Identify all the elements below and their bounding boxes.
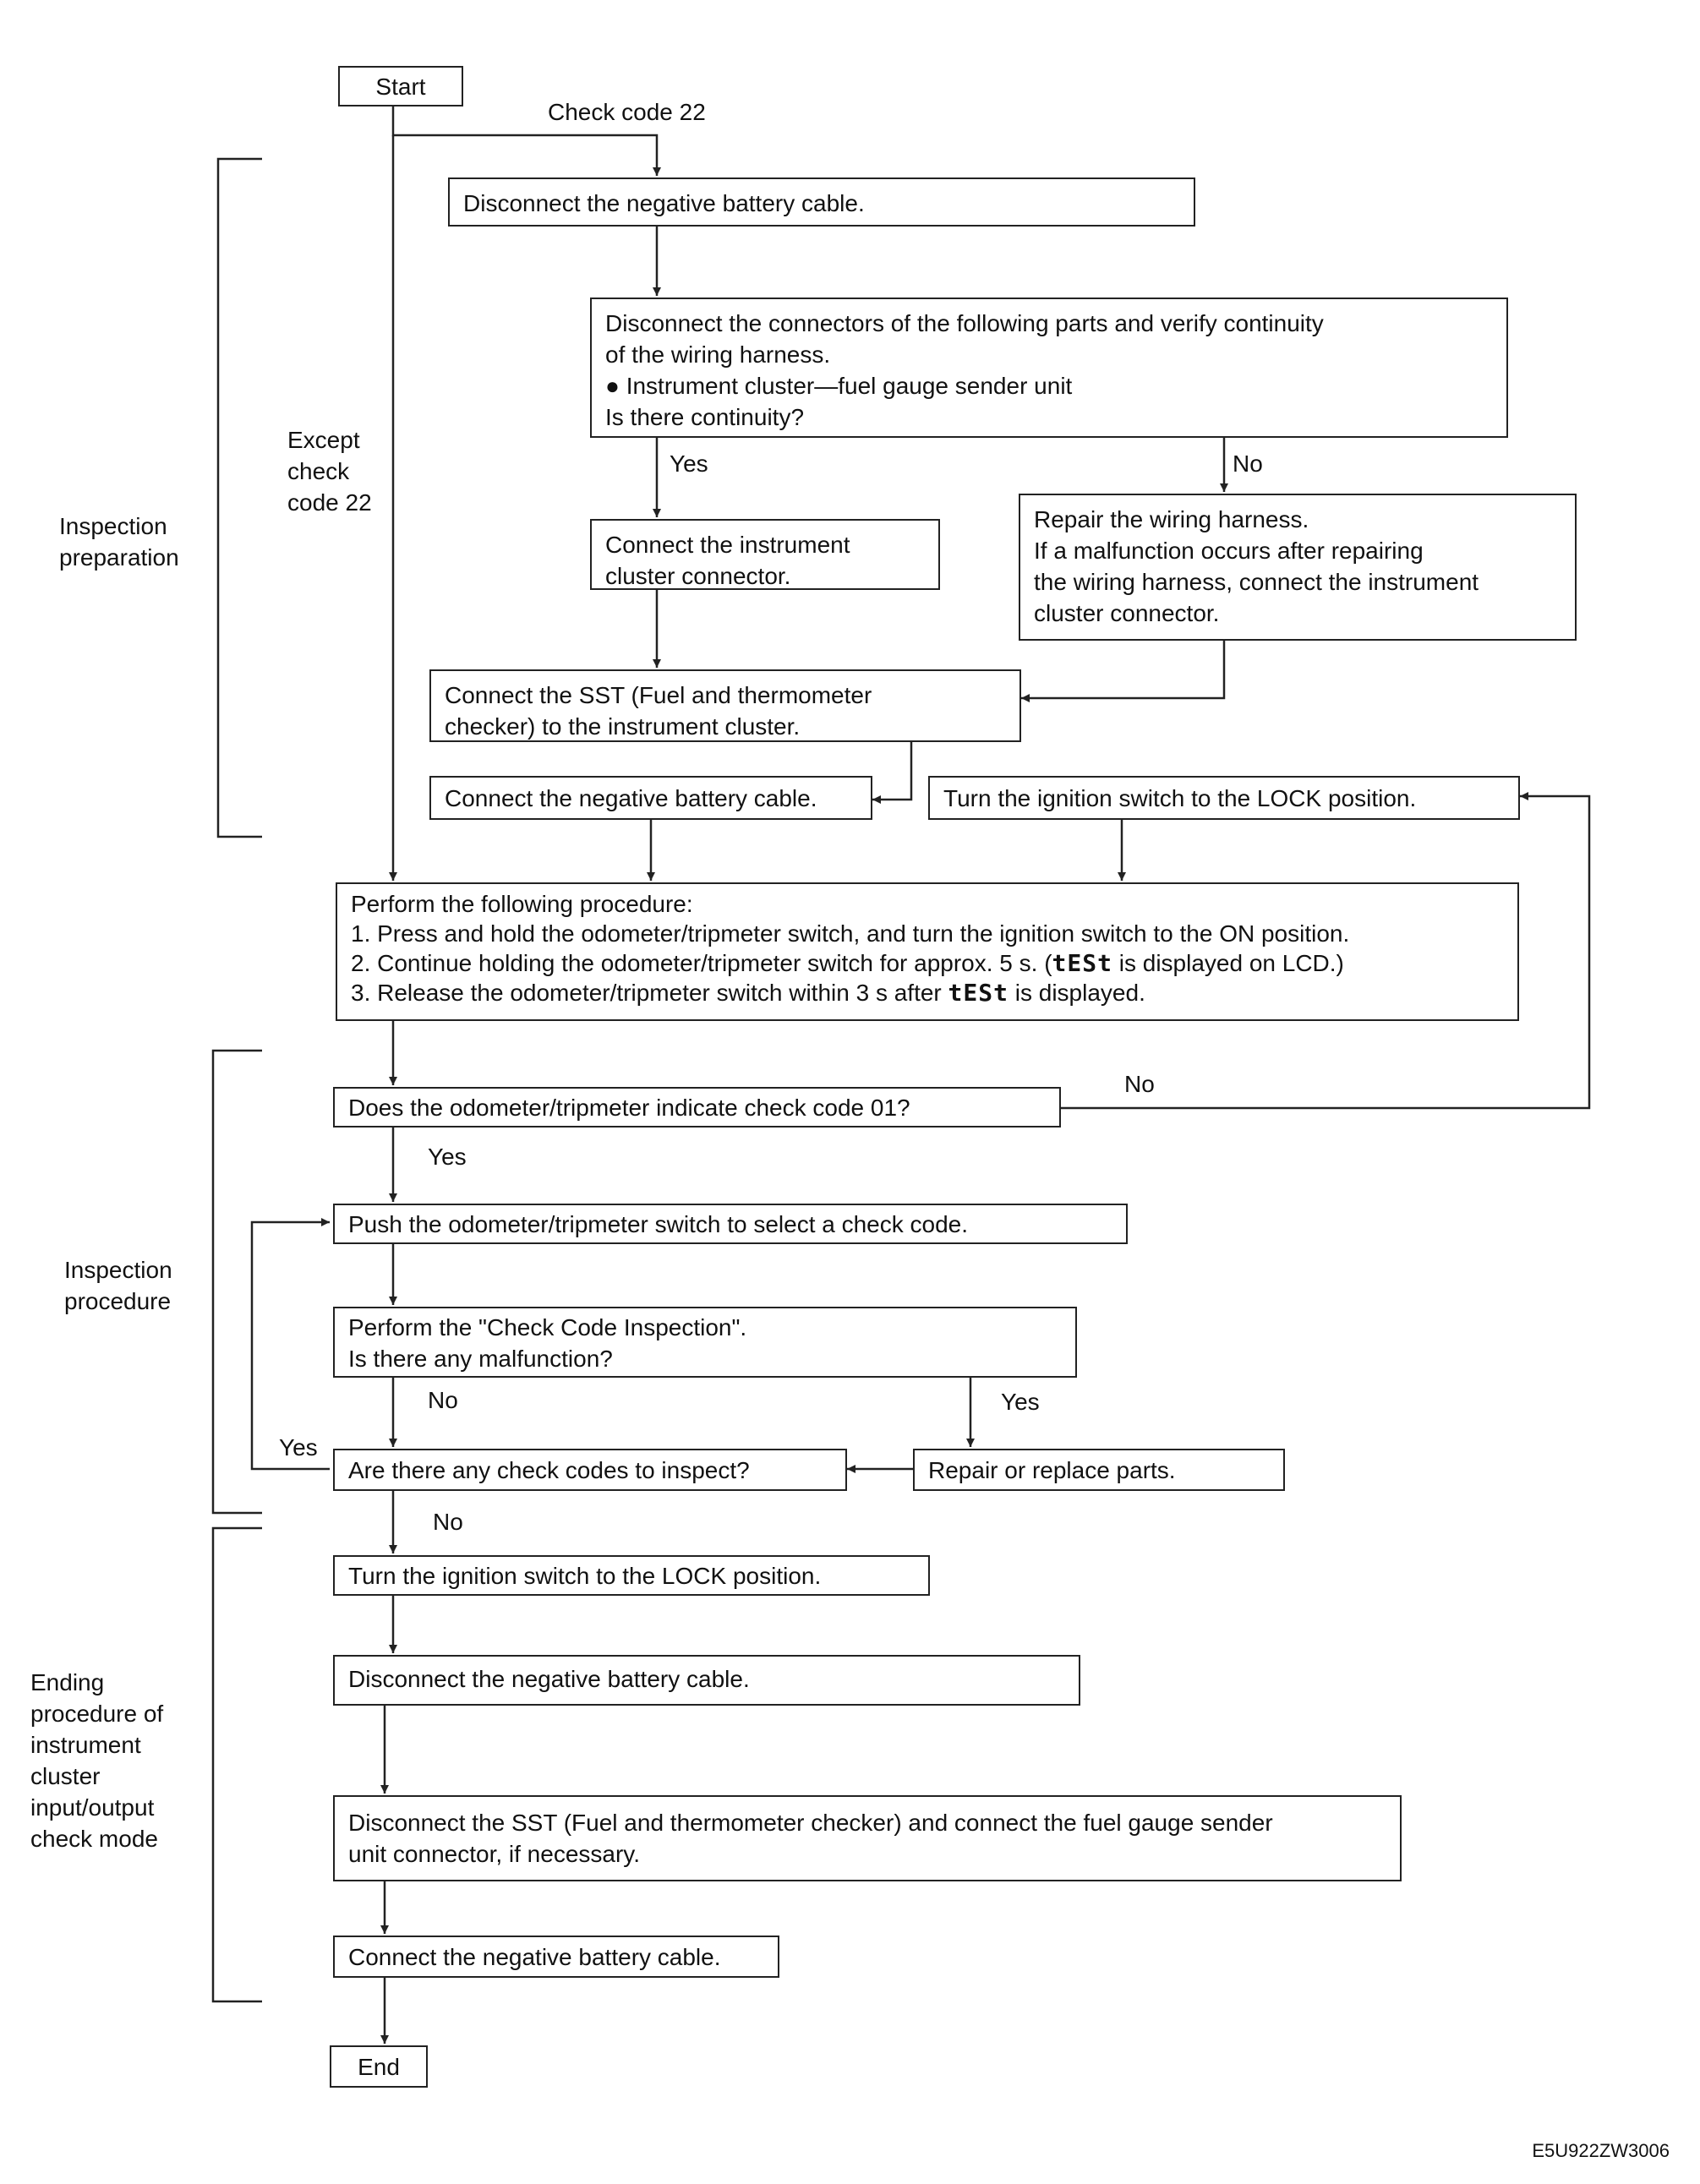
arrow-start-to-disconnect xyxy=(391,106,661,176)
step-text-line: If a malfunction occurs after repairing xyxy=(1034,538,1424,564)
lcd-test-display: tESt xyxy=(1052,949,1112,977)
step-text-line: 3. Release the odometer/tripmeter switch… xyxy=(351,978,1504,1007)
step-text-line: Disconnect the SST (Fuel and thermometer… xyxy=(348,1810,1273,1836)
step-text-fragment: is displayed. xyxy=(1008,980,1145,1006)
step-text-line: 1. Press and hold the odometer/tripmeter… xyxy=(351,920,1350,947)
start-box: Start xyxy=(338,66,463,106)
step-text-line: cluster connector. xyxy=(605,563,791,589)
arrow-repair-to-sst xyxy=(1021,641,1226,702)
step-text: Turn the ignition switch to the LOCK pos… xyxy=(943,785,1417,811)
step-repair-parts: Repair or replace parts. xyxy=(913,1449,1285,1491)
figure-code: E5U922ZW3006 xyxy=(1532,2140,1670,2161)
step-text-line: Connect the instrument xyxy=(605,532,850,558)
section-ending-procedure: Ending procedure of instrument cluster i… xyxy=(30,1669,164,1852)
label-no-more-codes: No xyxy=(433,1509,463,1535)
label-no-malfunction: No xyxy=(428,1387,458,1413)
step-text-line: Connect the SST (Fuel and thermometer xyxy=(445,682,872,708)
step-text-line: Perform the "Check Code Inspection". xyxy=(348,1314,747,1340)
section-inspection-procedure: Inspection procedure xyxy=(64,1257,172,1314)
label-yes-malfunction: Yes xyxy=(1001,1389,1040,1415)
label-except-check-code-22: Except check code 22 xyxy=(287,427,372,516)
step-connect-battery-1: Connect the negative battery cable. xyxy=(429,776,872,820)
step-text: Turn the ignition switch to the LOCK pos… xyxy=(348,1563,822,1589)
step-text-line: unit connector, if necessary. xyxy=(348,1841,640,1867)
decision-check-code-inspection: Perform the "Check Code Inspection". Is … xyxy=(333,1307,1077,1378)
step-text: Disconnect the negative battery cable. xyxy=(348,1666,750,1692)
step-text-line: of the wiring harness. xyxy=(605,341,831,368)
bracket-procedure xyxy=(211,1049,262,1515)
label-yes-more-codes: Yes xyxy=(279,1434,318,1461)
step-text-line: Is there any malfunction? xyxy=(348,1346,613,1372)
step-text-line: Perform the following procedure: xyxy=(351,891,693,917)
decision-more-check-codes: Are there any check codes to inspect? xyxy=(333,1449,847,1491)
start-label: Start xyxy=(375,73,426,100)
step-text-line: Disconnect the connectors of the followi… xyxy=(605,310,1324,336)
step-text-line: the wiring harness, connect the instrume… xyxy=(1034,569,1479,595)
step-text-line: checker) to the instrument cluster. xyxy=(445,713,801,740)
label-no-continuity: No xyxy=(1233,450,1263,477)
label-yes-code01: Yes xyxy=(428,1144,467,1170)
step-turn-lock-2: Turn the ignition switch to the LOCK pos… xyxy=(333,1555,930,1596)
step-text-line: Is there continuity? xyxy=(605,404,805,430)
step-text-line: Repair the wiring harness. xyxy=(1034,506,1309,532)
step-connect-sst: Connect the SST (Fuel and thermometer ch… xyxy=(429,669,1021,742)
step-text: Connect the negative battery cable. xyxy=(445,785,817,811)
step-connect-battery-2: Connect the negative battery cable. xyxy=(333,1936,779,1978)
end-box: End xyxy=(330,2045,428,2088)
label-check-code-22: Check code 22 xyxy=(548,99,706,125)
section-inspection-preparation: Inspection preparation xyxy=(59,513,179,571)
label-yes-continuity: Yes xyxy=(670,450,708,477)
step-text-fragment: 2. Continue holding the odometer/tripmet… xyxy=(351,950,1052,976)
step-text: Connect the negative battery cable. xyxy=(348,1944,721,1970)
bracket-preparation xyxy=(216,157,262,838)
step-text: Push the odometer/tripmeter switch to se… xyxy=(348,1211,969,1237)
step-text: Are there any check codes to inspect? xyxy=(348,1457,750,1483)
step-text-line: 2. Continue holding the odometer/tripmet… xyxy=(351,948,1504,978)
step-text-fragment: 3. Release the odometer/tripmeter switch… xyxy=(351,980,948,1006)
step-push-switch: Push the odometer/tripmeter switch to se… xyxy=(333,1204,1128,1244)
decision-check-code-01: Does the odometer/tripmeter indicate che… xyxy=(333,1087,1061,1127)
step-connect-cluster: Connect the instrument cluster connector… xyxy=(590,519,940,590)
step-verify-continuity: Disconnect the connectors of the followi… xyxy=(590,298,1508,438)
step-turn-lock-1: Turn the ignition switch to the LOCK pos… xyxy=(928,776,1520,820)
bracket-ending xyxy=(211,1526,262,2003)
step-text-line: cluster connector. xyxy=(1034,600,1220,626)
step-disconnect-sst: Disconnect the SST (Fuel and thermometer… xyxy=(333,1795,1402,1881)
arrow-sst-to-battery xyxy=(872,742,913,804)
step-text: Does the odometer/tripmeter indicate che… xyxy=(348,1095,910,1121)
step-text: Repair or replace parts. xyxy=(928,1457,1176,1483)
step-text: Disconnect the negative battery cable. xyxy=(463,190,865,216)
lcd-test-display: tESt xyxy=(948,979,1009,1007)
step-text-line: ● Instrument cluster—fuel gauge sender u… xyxy=(605,373,1073,399)
step-text-fragment: is displayed on LCD.) xyxy=(1112,950,1344,976)
arrow-more-yes-loop xyxy=(250,1218,330,1471)
step-perform-procedure: Perform the following procedure: 1. Pres… xyxy=(336,882,1519,1021)
step-repair-harness: Repair the wiring harness. If a malfunct… xyxy=(1019,494,1577,641)
step-disconnect-battery-2: Disconnect the negative battery cable. xyxy=(333,1655,1080,1706)
arrow-code01-no-loop xyxy=(1061,792,1591,1110)
label-no-code01: No xyxy=(1124,1071,1155,1097)
end-label: End xyxy=(358,2053,400,2080)
step-disconnect-battery-1: Disconnect the negative battery cable. xyxy=(448,177,1195,227)
